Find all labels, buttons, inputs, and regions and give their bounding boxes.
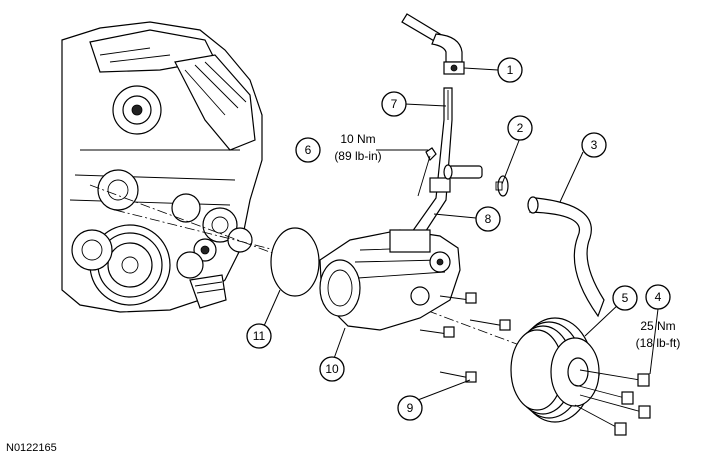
coolant-hose-upper <box>401 13 465 75</box>
callout-6-number: 6 <box>305 143 312 157</box>
bracket-bolt <box>417 147 437 197</box>
pulley-bolts <box>574 369 651 436</box>
callout-4-number: 4 <box>655 290 662 304</box>
callout-7: 7 <box>381 91 407 117</box>
water-pump-pulley <box>510 317 600 423</box>
figure-id-label: N0122165 <box>6 442 57 454</box>
callout-4-torque-lbft: (18 lb-ft) <box>636 336 681 350</box>
coolant-hose-lower <box>527 196 605 318</box>
callout-8-number: 8 <box>485 212 492 226</box>
callout-4: 4 25 Nm (18 lb-ft) <box>636 284 681 350</box>
callout-2: 2 <box>507 115 533 141</box>
callout-1: 1 <box>497 57 523 83</box>
bypass-hose <box>443 164 483 180</box>
callout-9: 9 <box>397 395 423 421</box>
callout-11-number: 11 <box>253 329 266 343</box>
callout-10: 10 <box>319 356 345 382</box>
water-pump-bolts <box>419 292 511 383</box>
callout-1-number: 1 <box>507 63 514 77</box>
o-ring-seal <box>270 227 320 297</box>
callout-11: 11 <box>246 323 272 349</box>
callout-6-torque-lbin: (89 lb-in) <box>334 149 381 163</box>
callout-7-number: 7 <box>391 97 398 111</box>
callout-9-number: 9 <box>407 401 414 415</box>
callout-3-number: 3 <box>591 138 598 152</box>
callout-3: 3 <box>581 132 607 158</box>
callout-6-torque-nm: 10 Nm <box>340 132 375 146</box>
callout-8: 8 <box>475 206 501 232</box>
callout-5-number: 5 <box>622 291 629 305</box>
callout-10-number: 10 <box>325 362 339 376</box>
engine-assembly <box>61 21 263 313</box>
leader-lines <box>263 67 659 404</box>
callout-2-number: 2 <box>517 121 524 135</box>
callout-6: 6 10 Nm (89 lb-in) <box>295 132 382 163</box>
hose-clamp <box>495 175 509 197</box>
water-pump-housing <box>319 229 461 331</box>
callout-4-torque-nm: 25 Nm <box>640 319 675 333</box>
callout-5: 5 <box>612 285 638 311</box>
